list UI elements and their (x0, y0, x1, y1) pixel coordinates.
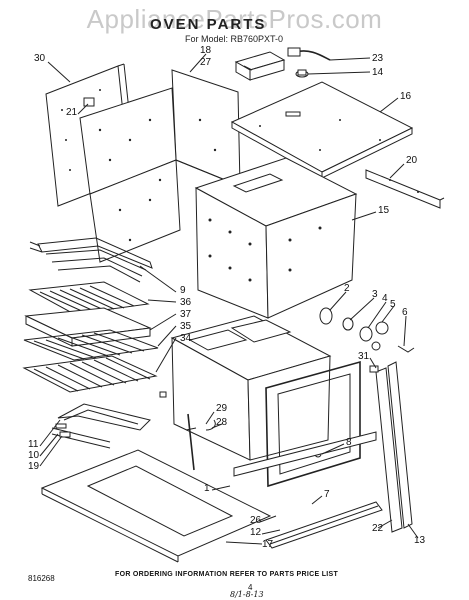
callout-6: 6 (402, 307, 408, 318)
callout-8: 8 (346, 437, 352, 448)
callout-12: 12 (250, 527, 262, 538)
callout-31: 31 (358, 351, 370, 362)
part-rail-20 (365, 169, 445, 209)
part-top-plate-16 (230, 81, 414, 179)
callout-16: 16 (400, 91, 412, 102)
watermark: AppliancePartsPros.com (86, 4, 383, 34)
callout-21: 21 (66, 107, 78, 118)
callout-10: 10 (28, 450, 40, 461)
diagram-title: OVEN PARTS (150, 16, 267, 33)
callout-29: 29 (216, 403, 228, 414)
leader-lines (39, 53, 419, 545)
part-broiler-pan-37 (24, 307, 152, 347)
part-liner-box-15 (194, 157, 358, 319)
callout-11: 11 (28, 439, 39, 450)
part-broil-element-9 (29, 237, 153, 283)
callout-1: 1 (204, 483, 210, 494)
callout-7: 7 (324, 489, 330, 500)
part-bake-element-11 (51, 403, 151, 449)
callout-5: 5 (390, 299, 396, 310)
drawing-code: 816268 (28, 574, 55, 583)
part-side-trim-22-13 (369, 361, 413, 533)
callout-14: 14 (372, 67, 384, 78)
callout-17: 17 (262, 539, 274, 550)
part-rack-34 (22, 355, 158, 393)
callout-23: 23 (372, 53, 384, 64)
callout-15: 15 (378, 205, 390, 216)
part-rack-35 (23, 329, 159, 361)
callout-26: 26 (250, 515, 262, 526)
part-knobs-2-6 (319, 307, 415, 353)
callout-34: 34 (180, 333, 192, 344)
part-box-27 (234, 51, 286, 81)
part-oven-cavity-1 (159, 315, 332, 461)
handwritten-note: 8/1-8-13 (230, 590, 264, 599)
callout-2: 2 (344, 283, 350, 294)
callout-19: 19 (28, 461, 40, 472)
callout-18: 18 (200, 45, 212, 56)
callout-30: 30 (34, 53, 46, 64)
part-bottom-panel-17 (40, 449, 272, 563)
part-front-trim-7 (233, 431, 383, 549)
page-number: 4 (248, 583, 253, 592)
callout-4: 4 (382, 293, 388, 304)
callout-3: 3 (372, 289, 378, 300)
callout-36: 36 (180, 297, 192, 308)
callout-35: 35 (180, 321, 192, 332)
callout-20: 20 (406, 155, 418, 166)
callout-13: 13 (414, 535, 426, 546)
model-label: For Model: RB760PXT-0 (185, 34, 284, 44)
ordering-note: FOR ORDERING INFORMATION REFER TO PARTS … (115, 571, 339, 578)
callout-22: 22 (372, 523, 384, 534)
callout-28: 28 (216, 417, 228, 428)
part-broiler-grid-36 (28, 281, 150, 315)
callout-27: 27 (200, 57, 212, 68)
callout-37: 37 (180, 309, 192, 320)
callout-9: 9 (180, 285, 186, 296)
